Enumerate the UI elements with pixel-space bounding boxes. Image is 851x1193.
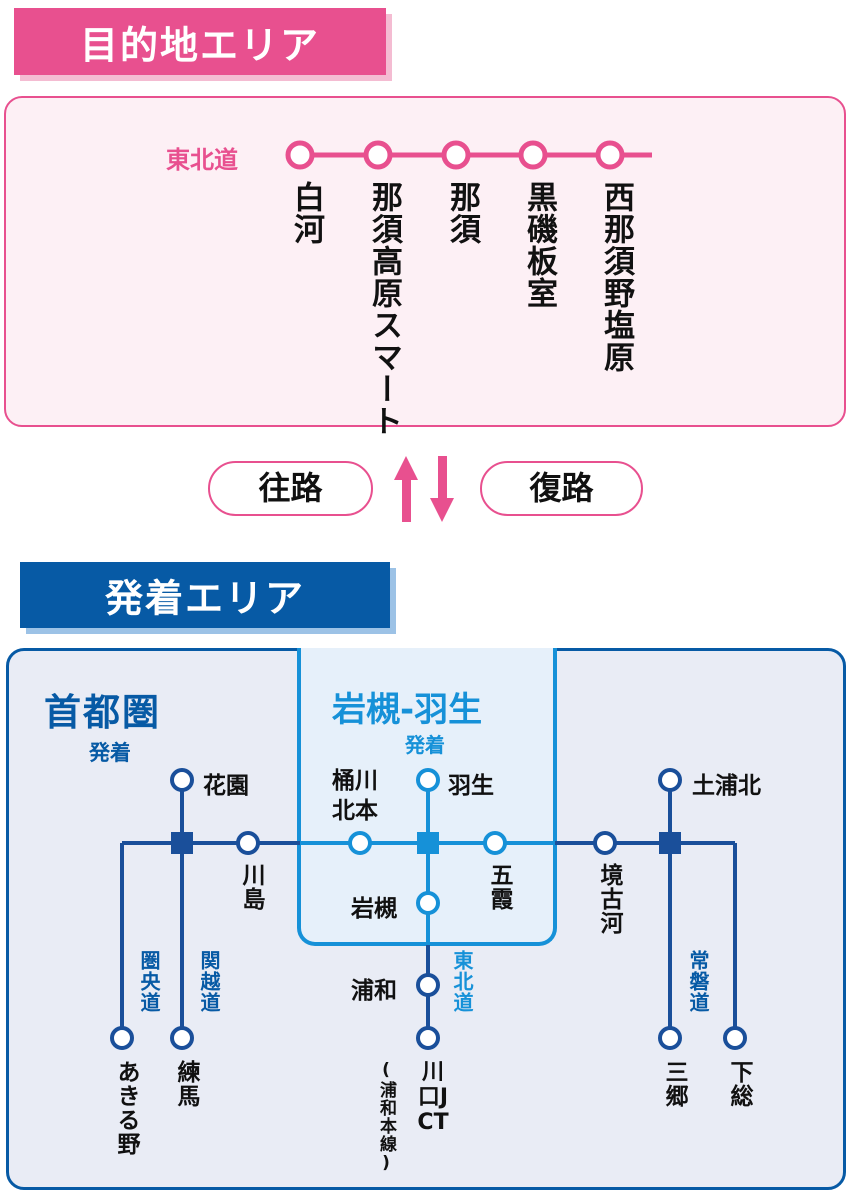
junction-kanetsu: [171, 832, 193, 854]
station-label-tsuchiura-kita: 土浦北: [692, 773, 761, 799]
station-node-sakai-koga: [593, 831, 617, 855]
destination-area-panel: [4, 96, 846, 427]
origin-area-header: 発着エリア: [20, 562, 390, 628]
station-node-iwatsuki: [416, 891, 440, 915]
destination-route-label: 東北道: [166, 146, 238, 174]
station-label-misato: 三郷: [661, 1060, 687, 1108]
station-label-kuroiso: 黒磯板室: [521, 181, 557, 309]
station-node-nerima: [170, 1026, 194, 1050]
shutoken-sub: 発着: [89, 741, 131, 765]
station-node-nasu: [441, 140, 471, 170]
station-label-kawaguchi-note: (浦和本線): [376, 1060, 396, 1174]
station-node-kuroiso: [518, 140, 548, 170]
station-label-iwatsuki: 岩槻: [351, 896, 397, 922]
station-node-nasu-kogen: [363, 140, 393, 170]
station-node-akiruno: [110, 1026, 134, 1050]
station-node-hanazono: [170, 768, 194, 792]
station-label-shimofusa: 下総: [726, 1060, 752, 1108]
shutoken-title: 首都圏: [44, 691, 161, 734]
station-label-hanazono: 花園: [203, 773, 249, 799]
station-node-nishinasuno: [595, 140, 625, 170]
station-node-shirakawa: [285, 140, 315, 170]
origin-area-title: 発着エリア: [104, 576, 305, 621]
route-label-kanetsu: 関越道: [197, 950, 221, 1013]
station-label-akiruno: あきる野: [113, 1060, 139, 1156]
junction-joban: [659, 832, 681, 854]
junction-tohoku: [417, 832, 439, 854]
station-label-nerima: 練馬: [173, 1060, 199, 1108]
station-node-tsuchiura-kita: [658, 768, 682, 792]
station-node-kawajima: [236, 831, 260, 855]
destination-area-title: 目的地エリア: [79, 23, 320, 67]
return-label: 復路: [480, 461, 643, 516]
station-node-okegawa: [348, 831, 372, 855]
route-label-joban: 常磐道: [686, 950, 710, 1013]
outbound-label: 往路: [208, 461, 373, 516]
station-node-shimofusa: [723, 1026, 747, 1050]
up-arrow-icon: [394, 456, 418, 480]
station-node-kawaguchi: [416, 1026, 440, 1050]
station-label-nasu: 那須: [444, 181, 480, 245]
station-label-nishinasuno: 西那須野塩原: [598, 181, 634, 373]
station-label-shirakawa: 白河: [288, 181, 324, 245]
route-label-tohoku: 東北道: [450, 950, 474, 1013]
route-label-kenodo: 圏央道: [137, 950, 161, 1013]
station-label-nasu-kogen: 那須高原スマート: [366, 181, 402, 437]
iwatsuki-hanyu-sub: 発着: [405, 733, 445, 757]
station-label-urawa: 浦和: [351, 978, 397, 1004]
station-label-goka: 五霞: [486, 863, 512, 911]
station-label-sakai-koga: 境古河: [596, 863, 622, 935]
station-label-kawaguchi-jct: 川口JCT: [417, 1060, 449, 1135]
up-arrow-shaft: [402, 478, 411, 522]
station-node-goka: [483, 831, 507, 855]
station-node-hanyu: [416, 768, 440, 792]
station-label-okegawa-kitamoto: 桶川北本: [332, 768, 378, 824]
down-arrow-shaft: [438, 456, 447, 500]
station-label-kawajima: 川島: [238, 863, 264, 911]
station-node-urawa: [416, 973, 440, 997]
iwatsuki-hanyu-title: 岩槻-羽生: [332, 690, 483, 730]
station-node-misato: [658, 1026, 682, 1050]
destination-area-header: 目的地エリア: [14, 8, 386, 75]
direction-arrows: [394, 456, 454, 522]
down-arrow-icon: [430, 498, 454, 522]
station-label-hanyu: 羽生: [448, 773, 494, 799]
